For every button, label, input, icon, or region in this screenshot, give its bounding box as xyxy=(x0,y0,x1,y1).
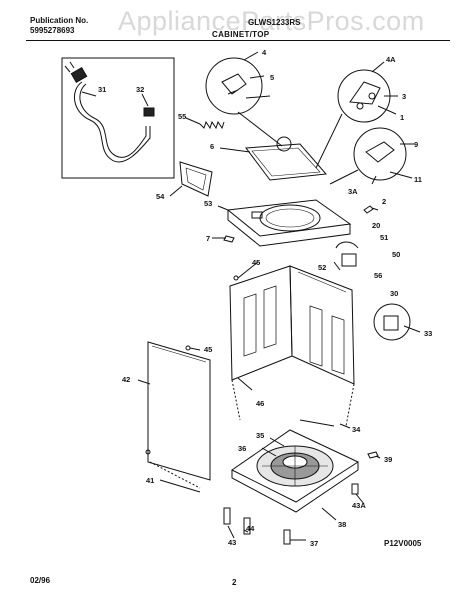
callout-46: 46 xyxy=(256,399,264,408)
callout-51: 51 xyxy=(380,233,388,242)
callout-34: 34 xyxy=(352,425,361,434)
callout-30: 30 xyxy=(390,289,398,298)
diagram-code: P12V0005 xyxy=(384,539,422,548)
callout-52: 52 xyxy=(318,263,326,272)
power-cord-drawing xyxy=(64,61,155,163)
callout-32: 32 xyxy=(136,85,144,94)
lid-panel xyxy=(245,143,328,181)
callout-3: 3 xyxy=(402,92,406,101)
callout-54: 54 xyxy=(156,192,165,201)
callout-43: 43 xyxy=(228,538,236,547)
model-number: GLWS1233RS xyxy=(248,18,301,27)
callout-55: 55 xyxy=(178,112,186,121)
callout-42: 42 xyxy=(122,375,130,384)
callout-41: 41 xyxy=(146,476,154,485)
header-rule xyxy=(26,40,450,41)
callout-37: 37 xyxy=(310,539,318,548)
callout-33: 33 xyxy=(424,329,432,338)
footer-date: 02/96 xyxy=(30,576,51,585)
callout-31: 31 xyxy=(98,85,106,94)
callout-43a: 43A xyxy=(352,501,366,510)
callout-6: 6 xyxy=(210,142,214,151)
callout-1: 1 xyxy=(400,113,404,122)
callout-7: 7 xyxy=(206,234,210,243)
callout-labels: 31 32 4 5 4A 3 1 55 6 9 11 3A 54 53 2 20… xyxy=(98,48,432,548)
callout-50: 50 xyxy=(392,250,400,259)
callout-45-top: 45 xyxy=(252,258,260,267)
callout-56: 56 xyxy=(374,271,382,280)
callout-45-front: 45 xyxy=(204,345,212,354)
callout-4a: 4A xyxy=(386,55,396,64)
callout-11: 11 xyxy=(414,175,422,184)
callout-3a: 3A xyxy=(348,187,358,196)
front-panel xyxy=(147,341,211,481)
publication-number: 5995278693 xyxy=(30,26,75,35)
detail-circle-3 xyxy=(337,69,391,123)
callout-38: 38 xyxy=(338,520,346,529)
callout-9: 9 xyxy=(414,140,418,149)
cabinet-side-left xyxy=(229,265,293,381)
callout-35: 35 xyxy=(256,431,264,440)
callout-53: 53 xyxy=(204,199,212,208)
detail-circle-9 xyxy=(353,127,407,181)
power-cord-inset-box xyxy=(61,57,175,179)
callout-5: 5 xyxy=(270,73,274,82)
callout-44: 44 xyxy=(246,524,255,533)
section-title: CABINET/TOP xyxy=(212,30,270,39)
watermark: AppliancePartsPros.com xyxy=(118,6,425,36)
detail-circle-33 xyxy=(373,303,411,341)
callout-2: 2 xyxy=(382,197,386,206)
publication-label: Publication No. xyxy=(30,16,89,25)
callout-36: 36 xyxy=(238,444,246,453)
footer-page-number: 2 xyxy=(232,578,237,587)
callout-20: 20 xyxy=(372,221,380,230)
detail-circle-5 xyxy=(205,57,263,115)
callout-4: 4 xyxy=(262,48,267,57)
callout-39: 39 xyxy=(384,455,392,464)
